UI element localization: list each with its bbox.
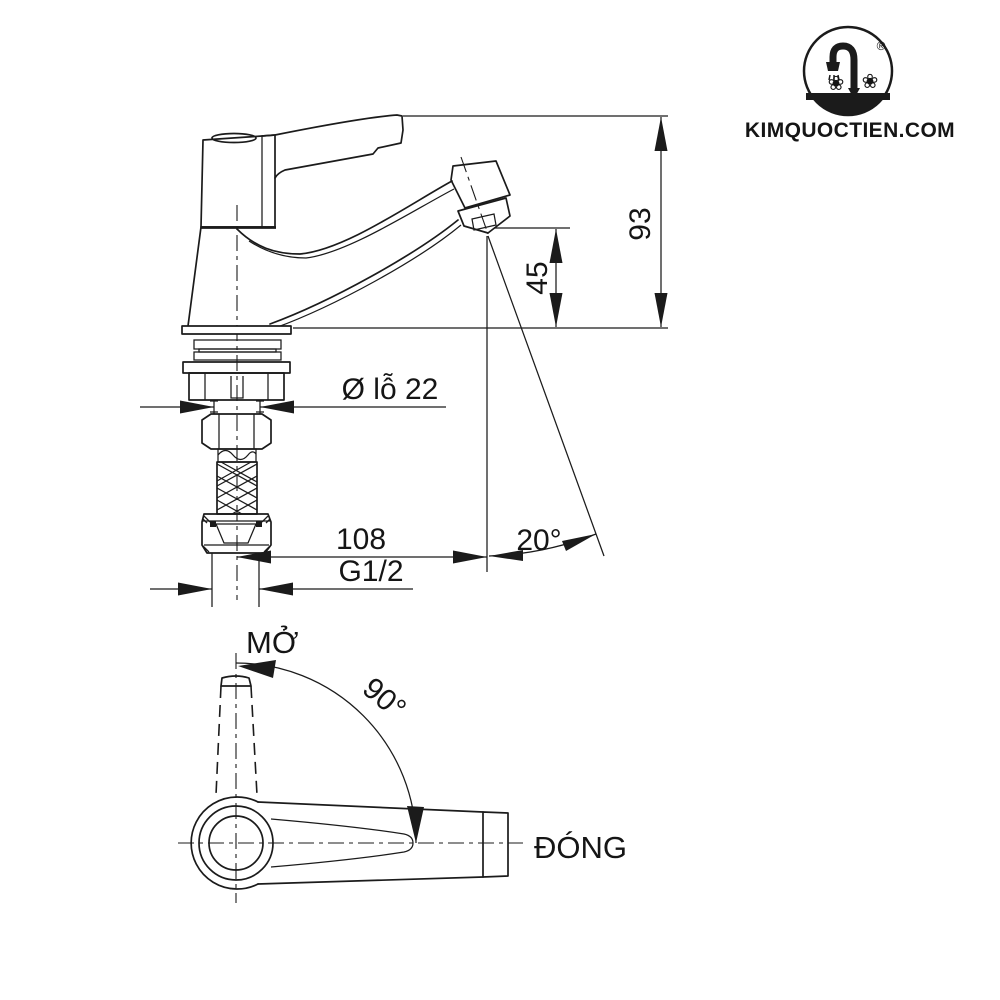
spout-underside-sweep [269,219,459,325]
faucet-side-view [181,114,511,600]
open-label: MỞ [246,624,298,660]
dim45-arrow-top [549,229,563,263]
seal-right [256,521,262,527]
logo-flower-left-icon: ❀ [828,73,845,95]
mounting-hardware [182,339,291,554]
angle20-arrow-left [489,550,523,561]
dia22-label: Ø lỗ 22 [342,373,439,406]
body-left-edge [187,226,202,327]
seal-left [210,521,216,527]
brand-logo: ❀ ❀ ® KIMQUOCTIEN.COM [745,25,955,142]
aerator-axis-centerline [460,156,489,235]
rotation-arrow-open [238,660,276,678]
logo-brand-text: KIMQUOCTIEN.COM [745,119,955,142]
spout-top-highlight [248,188,455,259]
handle-hub-middle-circle [198,805,274,881]
handle-arm-bottom-edge [257,876,484,885]
spout-underside-highlight [274,224,462,329]
logo-basin-rim [806,93,890,100]
g12-arrow-left [178,582,212,596]
handle-grip-outline [200,134,276,228]
handle-arm-end-cap [482,811,509,878]
rubber-washer-2 [193,351,282,361]
aerator-nozzle [457,197,511,234]
dim108-arrow-right [453,550,487,564]
handle-arm-top-edge [257,801,484,813]
lock-nut-facets [204,373,269,400]
phantom-handle-tip-cap [220,675,252,687]
handle-hub-bore-circle [208,815,264,871]
dim108-arrow-left [237,550,271,564]
logo-water-drops [828,74,840,81]
braid-hatch [216,461,258,515]
aerator-notch [471,213,497,231]
rotation-arc [235,662,417,844]
g12-label: G1/2 [338,555,403,588]
dim45-label: 45 [521,261,554,294]
logo-flower-right-icon: ❀ [862,71,879,93]
dim93-arrow-top [654,117,668,151]
hex-nut [201,413,272,450]
g12-extension-lines [211,553,260,607]
spout-angle-line [487,235,605,557]
dim108-label: 108 [336,523,386,556]
logo-basin-bowl [815,100,881,115]
handle-grip-top-ellipse [211,132,257,144]
hex-nut-facets [218,414,255,449]
dia22-arrow-left [180,400,214,414]
handle-hub-outer [190,796,259,890]
handle-top-view: 90° MỞ ĐÓNG [178,624,627,903]
angle20-label: 20° [516,524,561,557]
logo-down-arrow [848,88,860,99]
logo-circle [802,25,894,117]
logo-registered-mark: ® [877,39,886,53]
rotation-arrow-close [407,806,424,843]
angle20-arrow-right [562,534,596,551]
logo-shower-head [826,62,840,71]
aerator-block [450,160,511,209]
logo-faucet-gooseneck [829,42,858,90]
dimension-lines: 93 45 Ø lỗ 22 108 G1/2 20° [140,115,668,607]
dim45-arrow-bottom [549,293,563,327]
lever-arm-outline [261,114,404,179]
dia22-arrow-right [260,400,294,414]
close-label: ĐÓNG [534,830,627,865]
break-squiggle [217,449,257,461]
nut-corner-hatch [202,515,271,553]
handle-arm-tongue [270,818,414,868]
spout-top-edge [236,180,453,255]
dim93-label: 93 [624,207,657,240]
connection-nut-seat [215,523,257,544]
lock-nut [188,372,285,401]
base-flange [181,325,292,335]
dim93-arrow-bottom [654,293,668,327]
g12-arrow-right [259,582,293,596]
